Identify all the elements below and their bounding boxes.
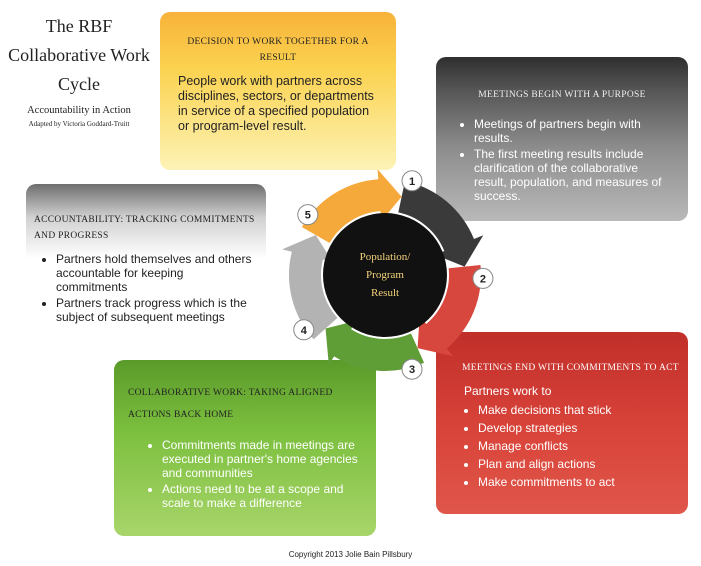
step-3-heading: MEETINGS END WITH COMMITMENTS TO ACT <box>462 363 679 373</box>
step-3-box: MEETINGS END WITH COMMITMENTS TO ACT Par… <box>436 332 688 514</box>
step-1-heading: DECISION TO WORK TOGETHER FOR A RESULT <box>187 37 369 63</box>
step-2-bullet: The first meeting results include clarif… <box>474 147 674 203</box>
step-badge-number: 1 <box>409 176 415 188</box>
step-3-bullet: Manage conflicts <box>478 438 680 454</box>
center-label-line-2: Program <box>366 269 404 281</box>
step-badge-number: 5 <box>305 210 311 222</box>
step-badge-circle <box>401 170 423 192</box>
center-label-line-3: Result <box>371 287 399 299</box>
step-badge-circle <box>472 267 494 289</box>
step-3-bullet: Make commitments to act <box>478 474 680 490</box>
step-badge-circle <box>293 319 315 341</box>
step-4-box: COLLABORATIVE WORK: TAKING ALIGNED ACTIO… <box>114 360 376 536</box>
step-3-bullets: Make decisions that stick Develop strate… <box>436 398 688 490</box>
title-line-3: Cycle <box>58 74 100 94</box>
step-3-bullet: Develop strategies <box>478 420 680 436</box>
adapted-credit: Adapted by Victoria Goddard-Truitt <box>28 120 130 128</box>
step-badge-number: 4 <box>301 325 308 337</box>
step-4-heading: COLLABORATIVE WORK: TAKING ALIGNED ACTIO… <box>128 388 333 420</box>
cycle-diagram: Population/ Program Result 1 2 3 4 5 <box>282 169 494 380</box>
center-label-line-1: Population/ <box>360 251 412 263</box>
step-badge-circle <box>297 204 319 226</box>
copyright: Copyright 2013 Jolie Bain Pillsbury <box>288 550 413 559</box>
step-5-bullet: Partners track progress which is the sub… <box>56 296 258 324</box>
step-1-body: People work with partners across discipl… <box>178 74 374 133</box>
step-badge-1: 1 <box>401 170 423 192</box>
step-3-lead: Partners work to <box>464 384 552 398</box>
step-4-bullet: Actions need to be at a scope and scale … <box>162 482 366 510</box>
step-2-bullets: Meetings of partners begin with results.… <box>436 103 688 203</box>
cycle-arrow-5 <box>282 235 338 340</box>
diagram-title: The RBF Collaborative Work Cycle Account… <box>0 12 158 128</box>
cycle-arrow-4 <box>325 320 425 371</box>
step-3-bullet: Plan and align actions <box>478 456 680 472</box>
step-4-bullet: Commitments made in meetings are execute… <box>162 438 366 480</box>
step-3-bullet: Make decisions that stick <box>478 402 680 418</box>
step-5-box: ACCOUNTABILITY: TRACKING COMMITMENTS AND… <box>26 184 266 349</box>
title-line-1: The RBF <box>45 16 113 36</box>
step-5-heading: ACCOUNTABILITY: TRACKING COMMITMENTS AND… <box>34 215 255 241</box>
step-2-bullet: Meetings of partners begin with results. <box>474 117 674 145</box>
step-badge-number: 2 <box>480 273 486 285</box>
step-badge-3: 3 <box>401 358 423 380</box>
step-4-bullets: Commitments made in meetings are execute… <box>114 426 376 510</box>
step-badge-circle <box>401 358 423 380</box>
step-number-badges: 1 2 3 4 5 <box>293 170 494 380</box>
step-5-bullet: Partners hold themselves and others acco… <box>56 252 258 294</box>
cycle-arrows <box>282 169 484 371</box>
step-badge-2: 2 <box>472 267 494 289</box>
step-2-box: MEETINGS BEGIN WITH A PURPOSE Meetings o… <box>436 57 688 221</box>
title-line-2: Collaborative Work <box>8 45 150 65</box>
cycle-arrow-1 <box>301 169 402 243</box>
subtitle: Accountability in Action <box>27 105 131 116</box>
step-2-heading: MEETINGS BEGIN WITH A PURPOSE <box>478 90 646 100</box>
step-1-box: DECISION TO WORK TOGETHER FOR A RESULT P… <box>160 12 396 170</box>
cycle-arrow-3 <box>417 264 481 357</box>
step-5-bullets: Partners hold themselves and others acco… <box>26 244 266 324</box>
step-badge-number: 3 <box>409 364 415 376</box>
step-badge-4: 4 <box>293 319 315 341</box>
center-circle <box>323 213 447 337</box>
step-badge-5: 5 <box>297 204 319 226</box>
cycle-arrow-2 <box>398 181 484 267</box>
